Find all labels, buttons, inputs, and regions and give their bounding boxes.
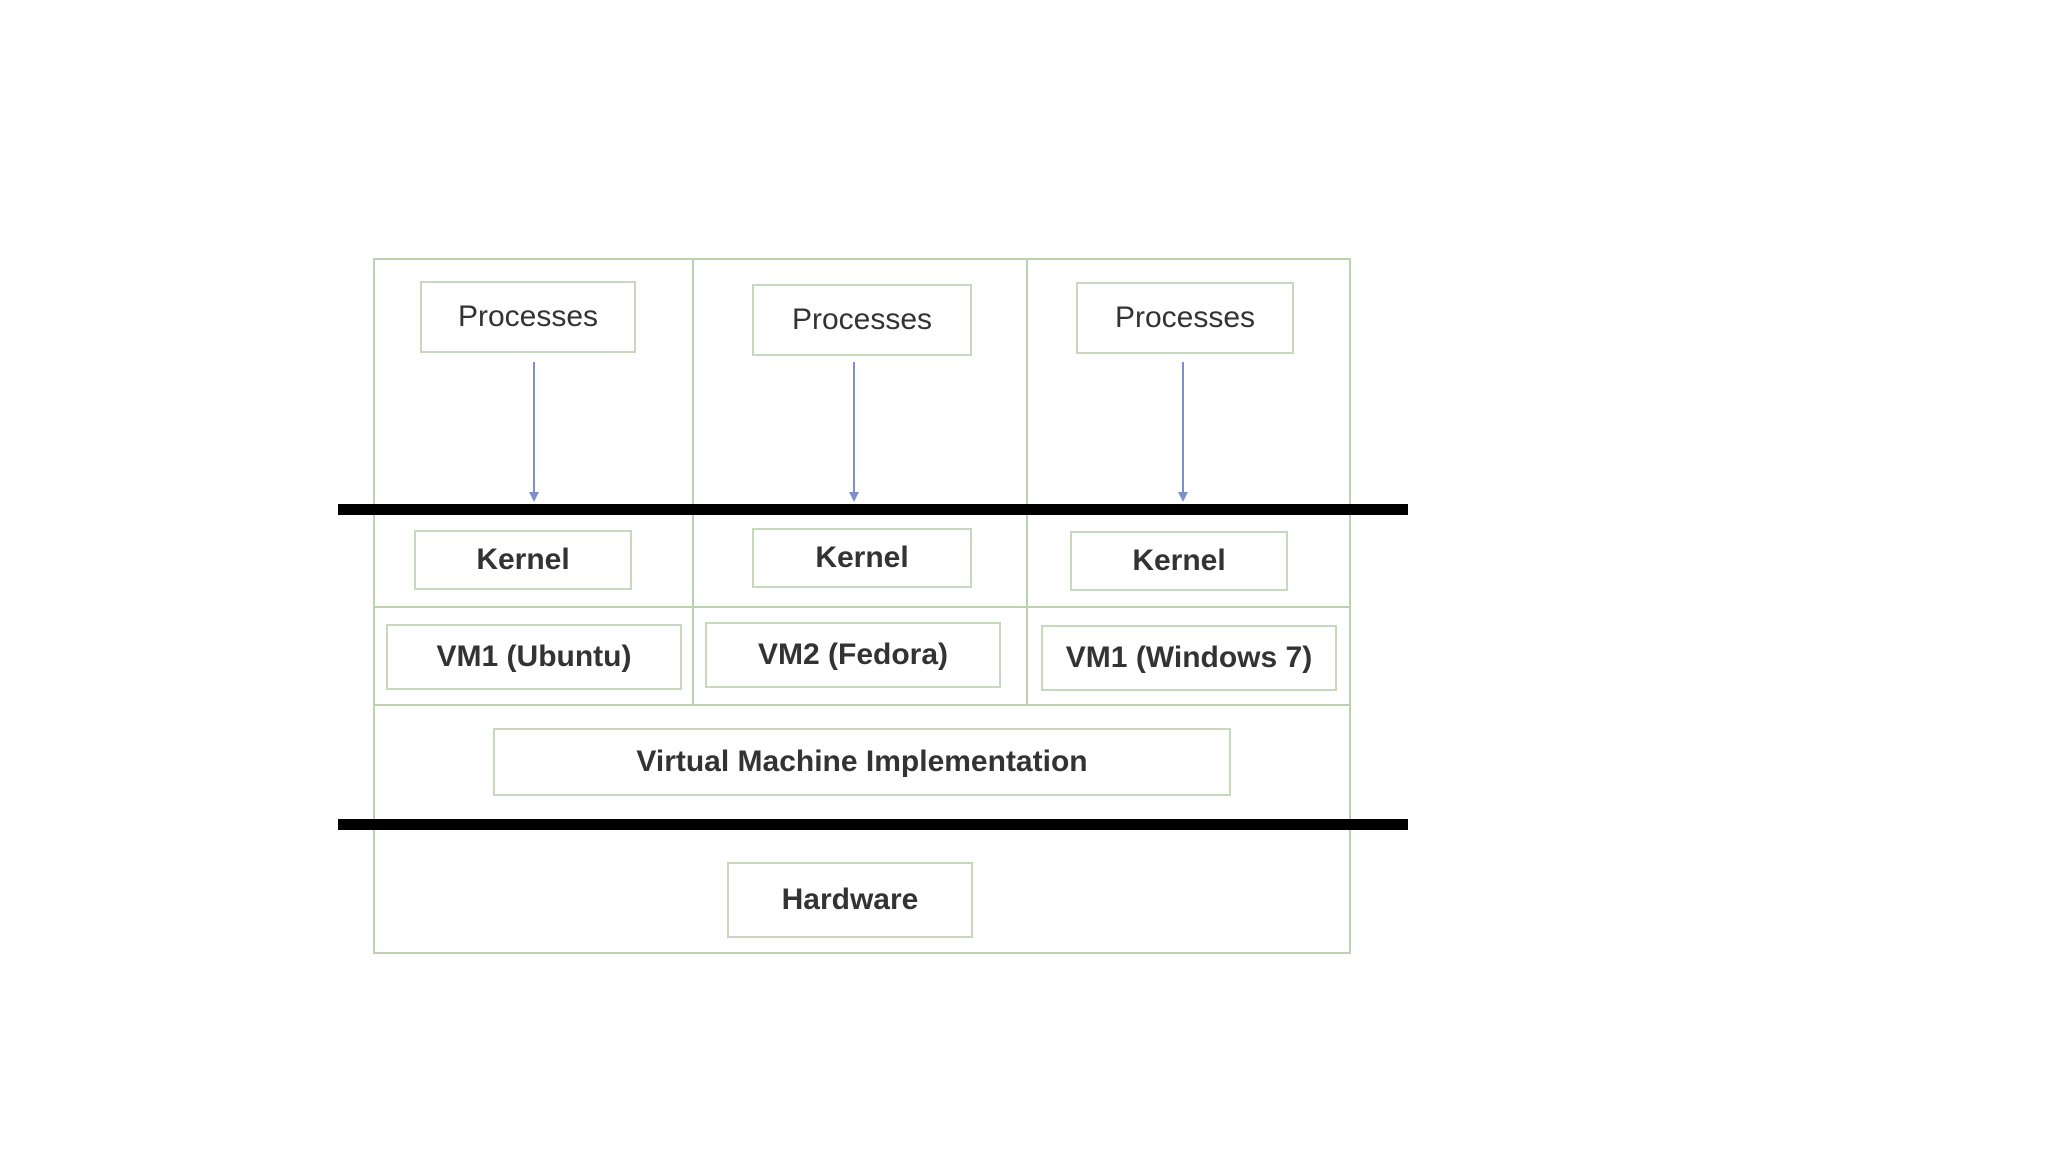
vm-hardware-separator <box>338 819 1408 830</box>
kernel-box-2: Kernel <box>752 528 972 588</box>
arrow-down-icon <box>1178 362 1188 502</box>
processes-box-2: Processes <box>752 284 972 356</box>
arrow-down-icon <box>849 362 859 502</box>
kernel-box-3: Kernel <box>1070 531 1288 591</box>
column-divider-1 <box>692 258 694 706</box>
vm-box-ubuntu: VM1 (Ubuntu) <box>386 624 682 690</box>
processes-box-1: Processes <box>420 281 636 353</box>
hardware-box: Hardware <box>727 862 973 938</box>
user-kernel-separator <box>338 504 1408 515</box>
vm-implementation-box: Virtual Machine Implementation <box>493 728 1231 796</box>
kernel-vm-divider <box>373 606 1351 608</box>
kernel-box-1: Kernel <box>414 530 632 590</box>
arrow-down-icon <box>529 362 539 502</box>
processes-box-3: Processes <box>1076 282 1294 354</box>
column-divider-2 <box>1026 258 1028 706</box>
vm-box-windows: VM1 (Windows 7) <box>1041 625 1337 691</box>
vm-implementation-divider <box>373 704 1351 706</box>
vm-box-fedora: VM2 (Fedora) <box>705 622 1001 688</box>
